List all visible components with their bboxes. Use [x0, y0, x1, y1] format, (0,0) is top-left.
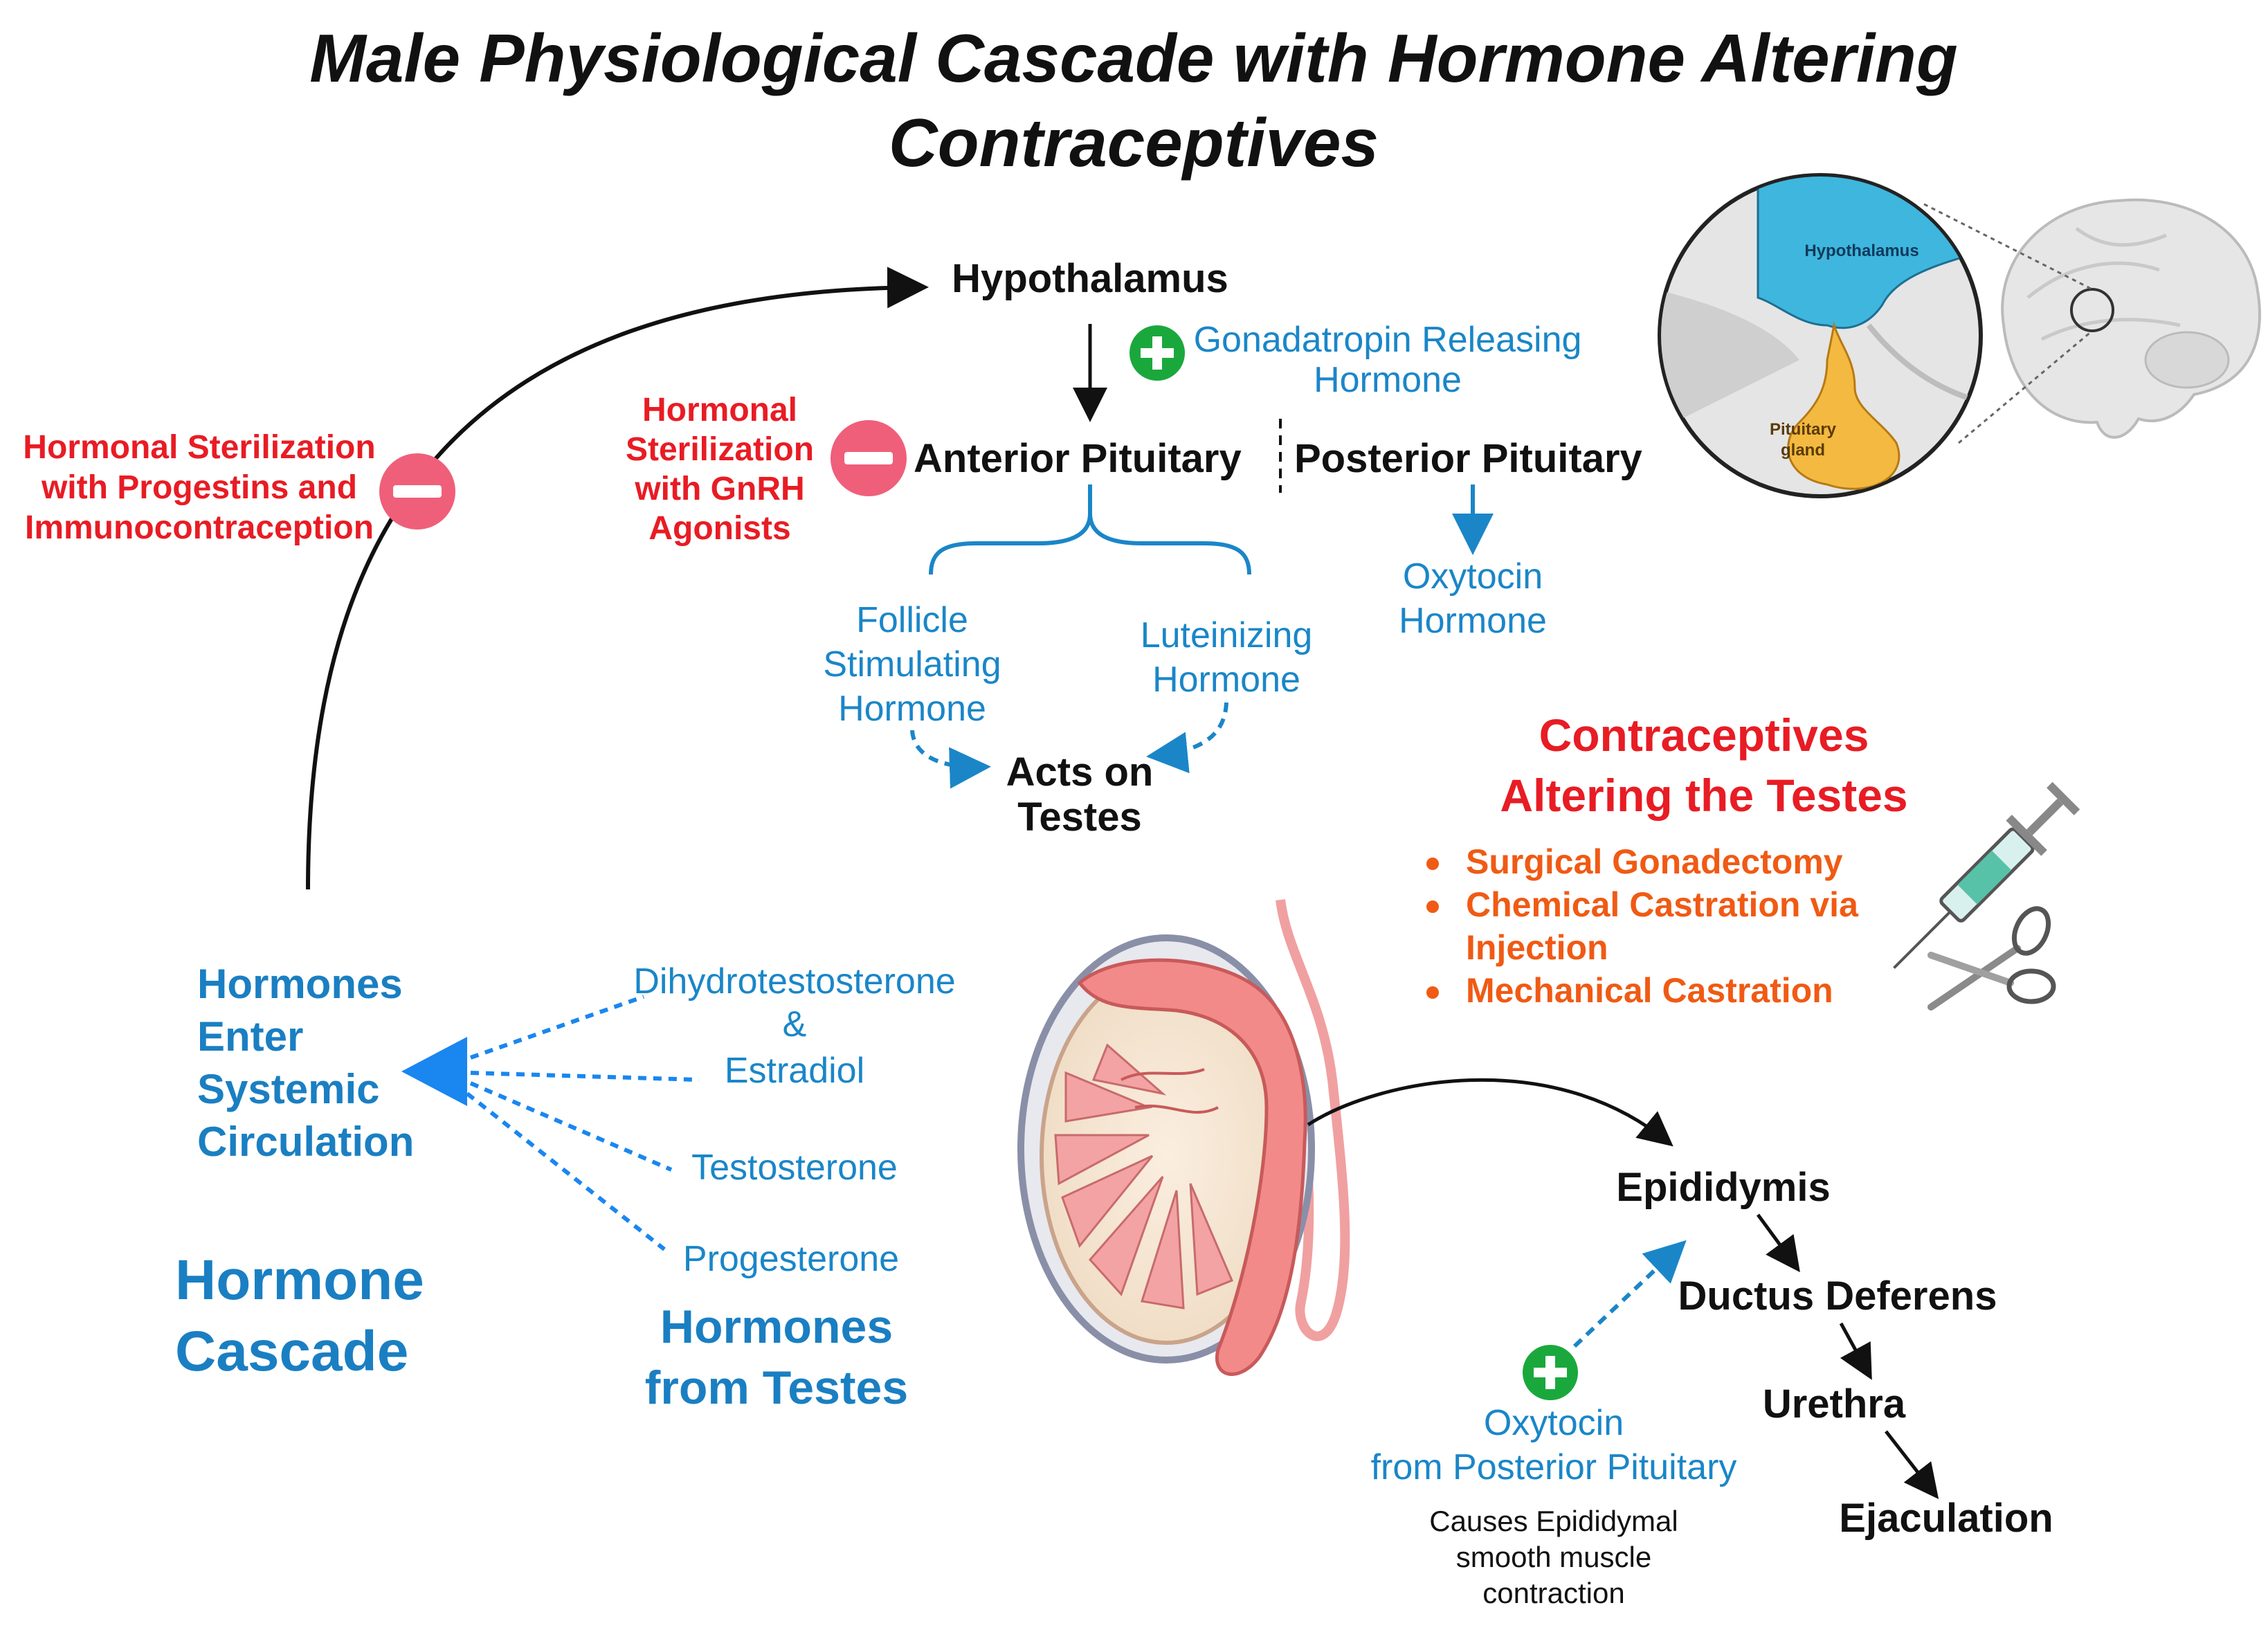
- causes-line-2: smooth muscle: [1456, 1541, 1651, 1573]
- systemic-line-3: Systemic: [197, 1066, 380, 1112]
- gnrh-label-line-2: Hormone: [1314, 360, 1462, 400]
- systemic-line-4: Circulation: [197, 1119, 414, 1165]
- testis-illustration: [1017, 899, 1350, 1376]
- gnrh-label-line-1: Gonadatropin Releasing: [1194, 320, 1582, 360]
- testosterone-dashed-line: [469, 1081, 673, 1172]
- acts-on-testes-line-1: Acts on: [1006, 750, 1154, 795]
- fsh-line-2: Stimulating: [823, 644, 1001, 685]
- oxytocin-hormone-line-1: Oxytocin: [1403, 556, 1543, 597]
- gnrh-agonists-line-1: Hormonal: [642, 392, 797, 428]
- progesterone-label: Progesterone: [683, 1239, 899, 1279]
- ampersand-label: &: [783, 1004, 807, 1044]
- minus-icon: [379, 453, 455, 529]
- contraceptive-item: Injection: [1466, 928, 1608, 967]
- inset-pointer-line: [1958, 329, 2093, 444]
- testis-to-epididymis-arrow: [1307, 1078, 1673, 1147]
- pathway-arrow: [1885, 1430, 1939, 1499]
- oxytocin-hormone-line-2: Hormone: [1399, 601, 1547, 641]
- gnrh-agonists-line-4: Agonists: [648, 510, 790, 547]
- inset-hypothalamus-label: Hypothalamus: [1804, 242, 1918, 260]
- hormone-cascade-line-2: Cascade: [175, 1320, 408, 1383]
- inset-pituitary-label-1: Pituitary: [1770, 420, 1837, 439]
- posterior-pituitary-label: Posterior Pituitary: [1294, 436, 1642, 481]
- syringe-icon: [1893, 781, 2080, 969]
- hormones-from-testes-line-1: Hormones: [660, 1301, 893, 1353]
- fsh-to-testes-arrow: [910, 730, 991, 789]
- minus-icon: [831, 420, 907, 496]
- title-line-2: Contraceptives: [889, 105, 1379, 181]
- oxytocin-pp-line-2: from Posterior Pituitary: [1371, 1447, 1737, 1487]
- urethra-label: Urethra: [1763, 1382, 1906, 1427]
- oxytocin-pp-line-1: Oxytocin: [1484, 1403, 1624, 1443]
- inset-pituitary-label-2: gland: [1781, 441, 1825, 460]
- systemic-line-1: Hormones: [197, 961, 403, 1007]
- contraceptive-item: Chemical Castration via: [1466, 885, 1859, 924]
- hormone-cascade-line-1: Hormone: [175, 1249, 424, 1312]
- ejaculation-label: Ejaculation: [1839, 1496, 2053, 1541]
- testosterone-label: Testosterone: [691, 1148, 898, 1188]
- lh-to-testes-arrow: [1146, 702, 1228, 774]
- pituitary-brace: [929, 485, 1251, 575]
- causes-line-1: Causes Epididymal: [1429, 1505, 1678, 1537]
- hormones-from-testes-line-2: from Testes: [645, 1361, 908, 1414]
- dht-label: Dihydrotestosterone: [633, 961, 955, 1002]
- progestins-line-2: with Progestins and: [41, 469, 357, 506]
- title-line-1: Male Physiological Cascade with Hormone …: [309, 20, 1958, 96]
- convergence-arrowhead: [401, 1037, 467, 1106]
- gnrh-agonists-line-3: with GnRH: [634, 471, 804, 507]
- estradiol-dashed-line: [470, 1071, 700, 1082]
- gnrh-agonists-line-2: Sterilization: [626, 431, 814, 468]
- contraceptive-item: Mechanical Castration: [1466, 971, 1833, 1010]
- estradiol-label: Estradiol: [725, 1051, 864, 1091]
- contraceptives-title-line-1: Contraceptives: [1539, 709, 1869, 761]
- progestins-line-3: Immunocontraception: [25, 509, 374, 546]
- contraceptive-item: Surgical Gonadectomy: [1466, 842, 1843, 881]
- contraceptives-title-line-2: Altering the Testes: [1500, 770, 1907, 821]
- bullet-dot: [1426, 986, 1439, 999]
- plus-icon: [1523, 1345, 1578, 1400]
- systemic-line-2: Enter: [197, 1013, 303, 1060]
- lh-line-2: Hormone: [1152, 660, 1300, 700]
- bullet-dot: [1426, 858, 1439, 870]
- fsh-line-1: Follicle: [856, 600, 968, 640]
- hypothalamus-label: Hypothalamus: [952, 256, 1228, 301]
- scissors-icon: [1927, 906, 2056, 1011]
- hypothalamus-inset: Hypothalamus Pituitary gland: [1658, 173, 1983, 498]
- plus-icon: [1130, 325, 1185, 381]
- pathway-arrow: [1756, 1213, 1800, 1273]
- fsh-line-3: Hormone: [838, 689, 986, 729]
- progesterone-dashed-line: [466, 1092, 666, 1251]
- causes-line-3: contraction: [1482, 1577, 1624, 1609]
- ductus-label: Ductus Deferens: [1678, 1274, 1997, 1319]
- anterior-pituitary-label: Anterior Pituitary: [914, 436, 1242, 481]
- bullet-dot: [1426, 900, 1439, 913]
- progestins-line-1: Hormonal Sterilization: [23, 429, 375, 466]
- pathway-arrow: [1839, 1322, 1872, 1380]
- lh-line-1: Luteinizing: [1141, 615, 1313, 655]
- feedback-arrow: [306, 266, 929, 890]
- brain-illustration: [2001, 198, 2261, 439]
- oxytocin-to-epididymis-arrow: [1572, 1240, 1687, 1348]
- inset-pointer-line: [1923, 203, 2093, 291]
- dht-dashed-line: [470, 995, 644, 1060]
- epididymis-label: Epididymis: [1616, 1165, 1830, 1210]
- acts-on-testes-line-2: Testes: [1017, 795, 1141, 840]
